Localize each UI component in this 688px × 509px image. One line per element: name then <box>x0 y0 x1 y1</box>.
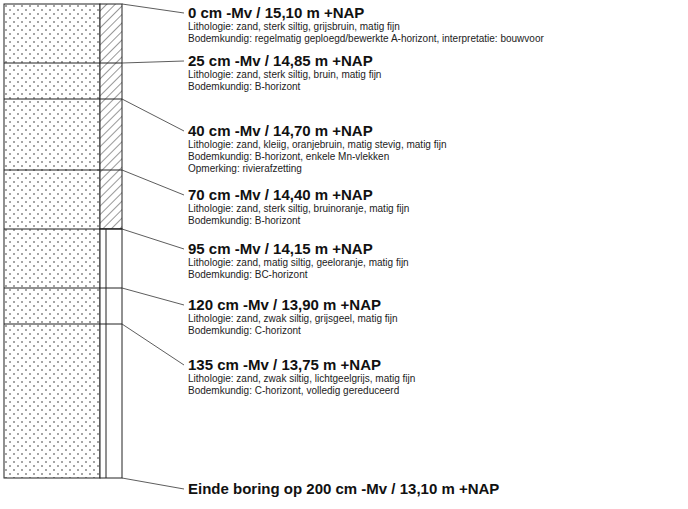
layer-detail: Opmerking: rivierafzetting <box>188 163 446 175</box>
layer-description: 135 cm -Mv / 13,75 m +NAPLithologie: zan… <box>188 356 415 397</box>
depth-heading: 25 cm -Mv / 14,85 m +NAP <box>188 52 381 69</box>
layer-detail: Lithologie: zand, sterk siltig, bruinora… <box>188 203 409 215</box>
layer-description: 120 cm -Mv / 13,90 m +NAPLithologie: zan… <box>188 296 398 337</box>
layer-description: 0 cm -Mv / 15,10 m +NAPLithologie: zand,… <box>188 4 544 45</box>
layer-detail: Bodemkundig: regelmatig geploegd/bewerkt… <box>188 33 544 45</box>
depth-heading: 95 cm -Mv / 14,15 m +NAP <box>188 240 409 257</box>
layer-detail: Bodemkundig: B-horizont <box>188 81 381 93</box>
layer-description: 70 cm -Mv / 14,40 m +NAPLithologie: zand… <box>188 186 409 227</box>
depth-heading: 40 cm -Mv / 14,70 m +NAP <box>188 122 446 139</box>
layer-description: 40 cm -Mv / 14,70 m +NAPLithologie: zand… <box>188 122 446 175</box>
layer-detail: Lithologie: zand, matig siltig, geeloran… <box>188 257 409 269</box>
layer-detail: Bodemkundig: B-horizont, enkele Mn-vlekk… <box>188 151 446 163</box>
layer-detail: Lithologie: zand, zwak siltig, lichtgeel… <box>188 373 415 385</box>
layer-detail: Bodemkundig: C-horizont, volledig geredu… <box>188 385 415 397</box>
layer-detail: Lithologie: zand, zwak siltig, grijsgeel… <box>188 313 398 325</box>
depth-heading: 120 cm -Mv / 13,90 m +NAP <box>188 296 398 313</box>
layer-detail: Lithologie: zand, sterk siltig, bruin, m… <box>188 69 381 81</box>
layer-detail: Bodemkundig: C-horizont <box>188 325 398 337</box>
depth-heading: 70 cm -Mv / 14,40 m +NAP <box>188 186 409 203</box>
layer-description: 25 cm -Mv / 14,85 m +NAPLithologie: zand… <box>188 52 381 93</box>
layer-description: 95 cm -Mv / 14,15 m +NAPLithologie: zand… <box>188 240 409 281</box>
depth-heading: 135 cm -Mv / 13,75 m +NAP <box>188 356 415 373</box>
layer-detail: Lithologie: zand, kleiig, oranjebruin, m… <box>188 139 446 151</box>
layer-description: Einde boring op 200 cm -Mv / 13,10 m +NA… <box>188 480 499 497</box>
layer-detail: Bodemkundig: BC-horizont <box>188 269 409 281</box>
layer-detail: Lithologie: zand, sterk siltig, grijsbru… <box>188 21 544 33</box>
depth-heading: 0 cm -Mv / 15,10 m +NAP <box>188 4 544 21</box>
depth-heading: Einde boring op 200 cm -Mv / 13,10 m +NA… <box>188 480 499 497</box>
layer-detail: Bodemkundig: B-horizont <box>188 215 409 227</box>
